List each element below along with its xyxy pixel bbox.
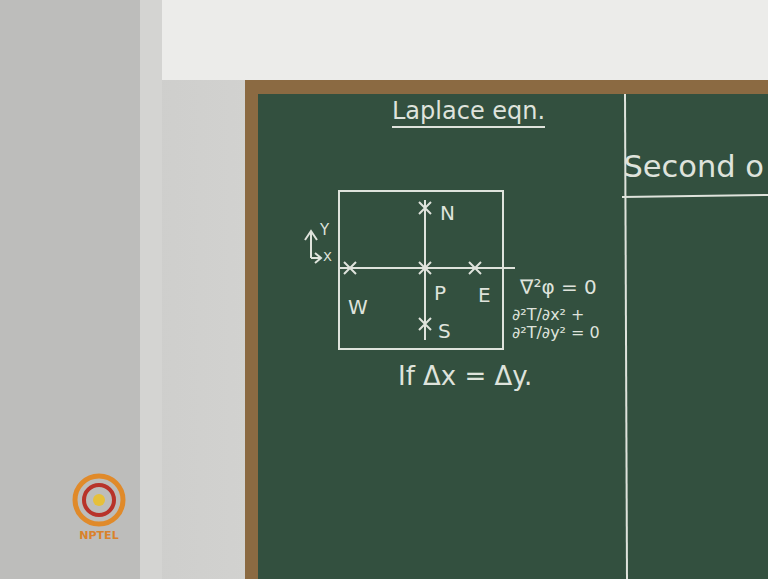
nptel-logo (75, 476, 123, 524)
grid-point-label: W (348, 296, 368, 318)
axis-label: X (323, 250, 332, 264)
condition-note: If Δx = Δy. (398, 362, 532, 391)
equation: ∂²T/∂x² + ∂²T/∂y² = 0 (512, 306, 616, 341)
grid-domain-box: N W P E S (338, 190, 504, 350)
heading-underline (622, 195, 768, 197)
next-heading: Second o (623, 150, 764, 184)
chalkboard (258, 94, 768, 579)
axis-arrows (305, 231, 321, 263)
grid-lines (338, 200, 515, 340)
grid-point-label: S (438, 320, 451, 342)
wall-shadow (0, 0, 140, 579)
logo-text: NPTEL (79, 530, 118, 542)
grid-point-label: E (478, 284, 491, 306)
axis-label: Y (320, 222, 329, 239)
board-title: Laplace eqn. (392, 98, 545, 128)
pillar-edge (140, 0, 162, 579)
grid-point-marks (344, 202, 481, 330)
board-frame (245, 80, 768, 579)
grid-point-label: P (434, 282, 446, 304)
grid-point-label: N (440, 202, 455, 224)
equation: ∇²φ = 0 (520, 276, 597, 298)
